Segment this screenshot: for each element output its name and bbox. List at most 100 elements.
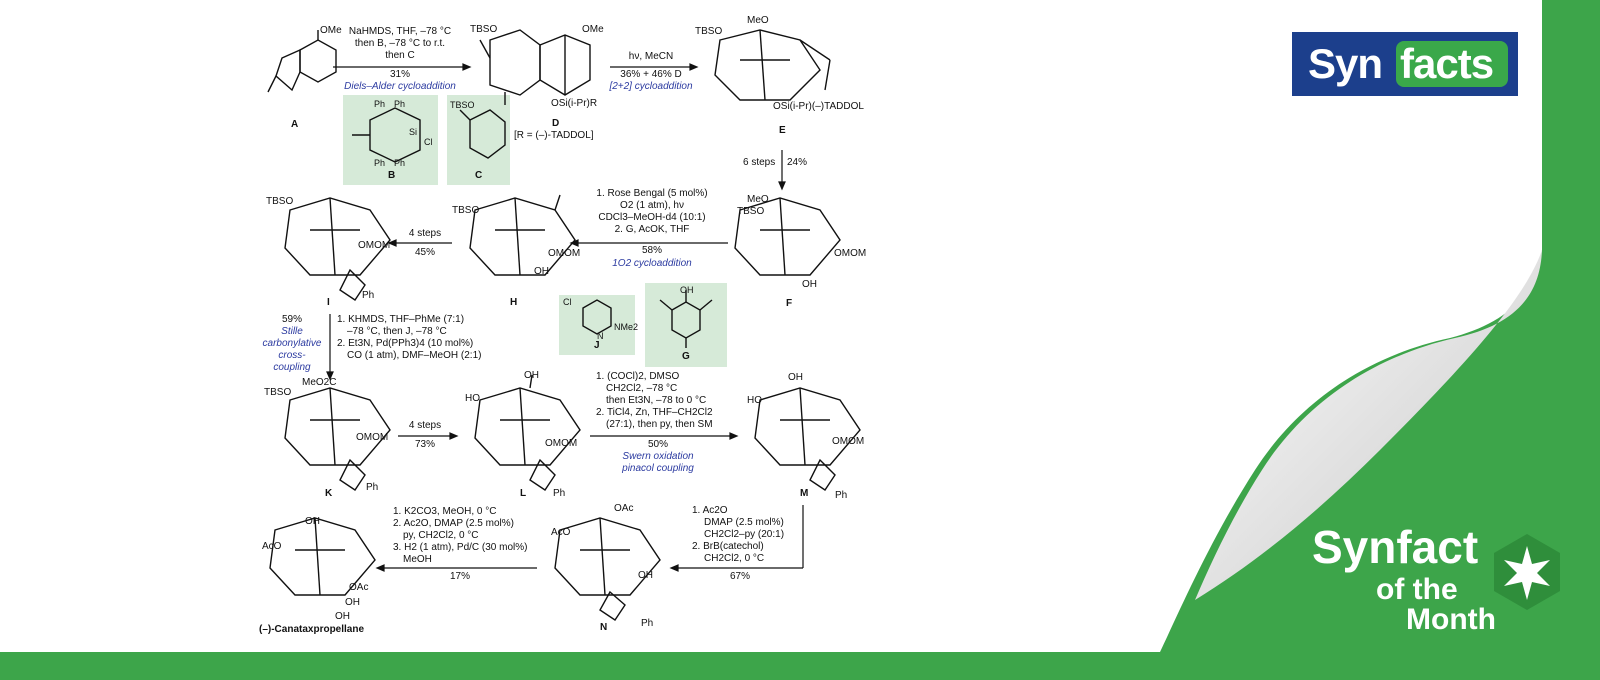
step6-side-name2: carbonylative	[262, 338, 322, 349]
logo-facts-text: facts	[1400, 40, 1494, 87]
P-oh1: OH	[305, 516, 320, 527]
N-oh: OH	[638, 570, 653, 581]
step8-line5: (27:1), then py, then SM	[606, 419, 713, 430]
F-omom: OMOM	[834, 248, 867, 259]
step10-line4: 3. H2 (1 atm), Pd/C (30 mol%)	[393, 542, 528, 553]
scheme-drawing	[267, 29, 861, 621]
P-oh3: OH	[335, 611, 350, 622]
step8-line4: 2. TiCl4, Zn, THF–CH2Cl2	[596, 407, 713, 418]
H-oh: OH	[534, 266, 549, 277]
step4-line1: 1. Rose Bengal (5 mol%)	[596, 188, 708, 199]
K-omom: OMOM	[356, 432, 389, 443]
star-hexagon-icon	[1494, 534, 1560, 610]
step8-line1: 1. (COCl)2, DMSO	[596, 371, 680, 382]
label-M: M	[800, 488, 809, 499]
label-C: C	[475, 170, 483, 181]
step6-side-name1: Stille	[281, 326, 303, 337]
P-aco: AcO	[262, 541, 282, 552]
L-omom: OMOM	[545, 438, 578, 449]
label-I: I	[327, 297, 330, 308]
step6-line2: –78 °C, then J, –78 °C	[347, 326, 447, 337]
step8-name1: Swern oxidation	[622, 451, 694, 462]
label-product: (–)-Canataxpropellane	[259, 624, 365, 635]
step9-line3: CH2Cl2–py (20:1)	[704, 529, 785, 540]
P-oh2: OH	[345, 597, 360, 608]
badge-line-3: Month	[1406, 603, 1496, 636]
B-cl: Cl	[424, 137, 433, 147]
step10-line2: 2. Ac2O, DMAP (2.5 mol%)	[393, 518, 514, 529]
B-ph1: Ph	[374, 99, 386, 109]
B-ph3: Ph	[374, 158, 386, 168]
step5-line1: 4 steps	[408, 228, 442, 239]
step6-line3: 2. Et3N, Pd(PPh3)4 (10 mol%)	[337, 338, 474, 349]
badge-line-2: of the	[1376, 573, 1458, 606]
step9-line4: 2. BrB(catechol)	[692, 541, 764, 552]
A-ome: OMe	[320, 25, 342, 36]
step8-name2: pinacol coupling	[622, 463, 694, 474]
I-ph: Ph	[362, 290, 375, 301]
I-omom: OMOM	[358, 240, 391, 251]
J-nme2: NMe2	[614, 322, 639, 332]
step1-line2: then B, –78 °C to r.t.	[354, 38, 446, 49]
K-meo2c: MeO2C	[302, 377, 337, 388]
B-ph4: Ph	[394, 158, 406, 168]
step1-line1: NaHMDS, THF, –78 °C	[348, 26, 452, 37]
step10-yield: 17%	[449, 571, 470, 582]
step10-line3: py, CH2Cl2, 0 °C	[403, 530, 479, 541]
K-ph: Ph	[366, 482, 379, 493]
label-H: H	[510, 297, 518, 308]
molecule-A-lactone	[275, 48, 301, 92]
step6-side-yield: 59%	[281, 314, 302, 325]
step2-name: [2+2] cycloaddition	[609, 81, 693, 92]
P-oac: OAc	[349, 582, 369, 593]
C-tbso: TBSO	[450, 100, 475, 110]
E-tbso: TBSO	[695, 26, 723, 37]
step6-line1: 1. KHMDS, THF–PhMe (7:1)	[337, 314, 465, 325]
step6-side-name3: cross-	[278, 350, 306, 361]
F-oh: OH	[802, 279, 817, 290]
structure-sketches	[267, 29, 861, 621]
step2-yield: 36% + 46% D	[620, 69, 682, 80]
step4-line3: CDCl3–MeOH-d4 (10:1)	[598, 212, 706, 223]
step1-name: Diels–Alder cycloaddition	[344, 81, 456, 92]
step7-yield: 73%	[414, 439, 435, 450]
label-N: N	[600, 622, 608, 633]
label-E: E	[779, 125, 786, 136]
badge-line-1: Synfact	[1312, 521, 1479, 573]
G-oh: OH	[680, 285, 694, 295]
step4-name: 1O2 cycloaddition	[612, 258, 692, 269]
D-osi: OSi(i-Pr)R	[551, 98, 598, 109]
L-oh: OH	[524, 370, 539, 381]
N-aco: AcO	[551, 527, 571, 538]
I-tbso: TBSO	[266, 196, 294, 207]
label-G: G	[682, 351, 690, 362]
label-B: B	[388, 170, 396, 181]
M-omom: OMOM	[832, 436, 865, 447]
M-oh: OH	[788, 372, 803, 383]
step10-line1: 1. K2CO3, MeOH, 0 °C	[393, 506, 497, 517]
F-tbso: TBSO	[737, 206, 765, 217]
N-ph: Ph	[641, 618, 654, 629]
N-oac: OAc	[614, 503, 634, 514]
label-A: A	[291, 119, 299, 130]
logo-syn-text: Syn	[1308, 40, 1383, 87]
H-tbso: TBSO	[452, 205, 480, 216]
step10-line5: MeOH	[403, 554, 432, 565]
synthesis-scheme: A OMe NaHMDS, THF, –78 °C then B, –78 °C…	[259, 15, 867, 635]
step4-line2: O2 (1 atm), hν	[620, 200, 684, 211]
step7-line1: 4 steps	[408, 420, 442, 431]
D-ome: OMe	[582, 24, 604, 35]
step5-yield: 45%	[414, 247, 435, 258]
E-meo: MeO	[747, 15, 769, 26]
label-J: J	[594, 340, 600, 351]
page-canvas	[0, 0, 1542, 652]
step8-line2: CH2Cl2, –78 °C	[606, 383, 678, 394]
M-ph: Ph	[835, 490, 848, 501]
H-omom: OMOM	[548, 248, 581, 259]
step2-line1: hν, MeCN	[628, 51, 674, 62]
step3-line1: 6 steps	[743, 157, 776, 168]
R-definition: [R = (–)-TADDOL]	[514, 130, 594, 141]
step1-yield: 31%	[389, 69, 410, 80]
label-K: K	[325, 488, 333, 499]
M-ho: HO	[747, 395, 762, 406]
